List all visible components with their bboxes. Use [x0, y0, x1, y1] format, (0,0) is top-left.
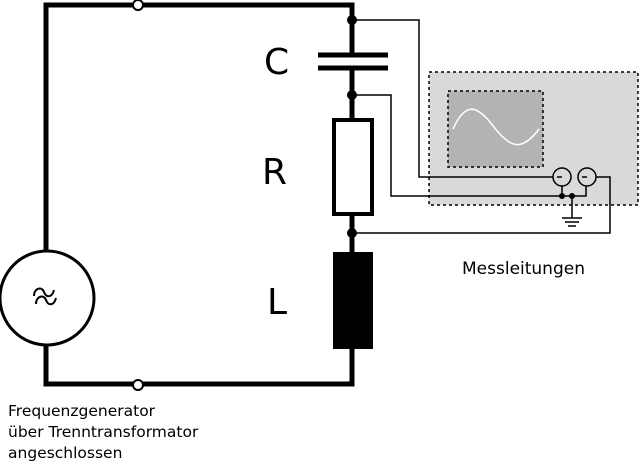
scope-input-2	[577, 167, 597, 187]
generator-note-line: über Trenntransformator	[8, 423, 199, 441]
junction-dots	[347, 15, 575, 238]
generator-note: Frequenzgenerator über Trenntransformato…	[8, 401, 198, 464]
capacitor-symbol	[318, 52, 388, 71]
generator	[0, 249, 96, 347]
resistor-symbol	[332, 118, 374, 216]
main-circuit-wires	[43, 2, 355, 387]
capacitor-label: C	[264, 42, 290, 83]
terminal-top	[132, 0, 144, 11]
inductor-symbol	[333, 252, 373, 349]
terminal-bottom	[132, 379, 144, 391]
resistor-label: R	[262, 152, 288, 193]
measurement-leads-label: Messleitungen	[462, 259, 585, 279]
inductor-label: L	[267, 282, 288, 323]
generator-note-line: Frequenzgenerator	[8, 402, 156, 420]
oscilloscope	[428, 71, 639, 206]
scope-input-1	[552, 167, 572, 187]
ac-source-icon	[33, 287, 57, 306]
measurement-leads	[352, 19, 611, 234]
generator-note-line: angeschlossen	[8, 444, 123, 462]
sine-trace	[452, 108, 540, 146]
